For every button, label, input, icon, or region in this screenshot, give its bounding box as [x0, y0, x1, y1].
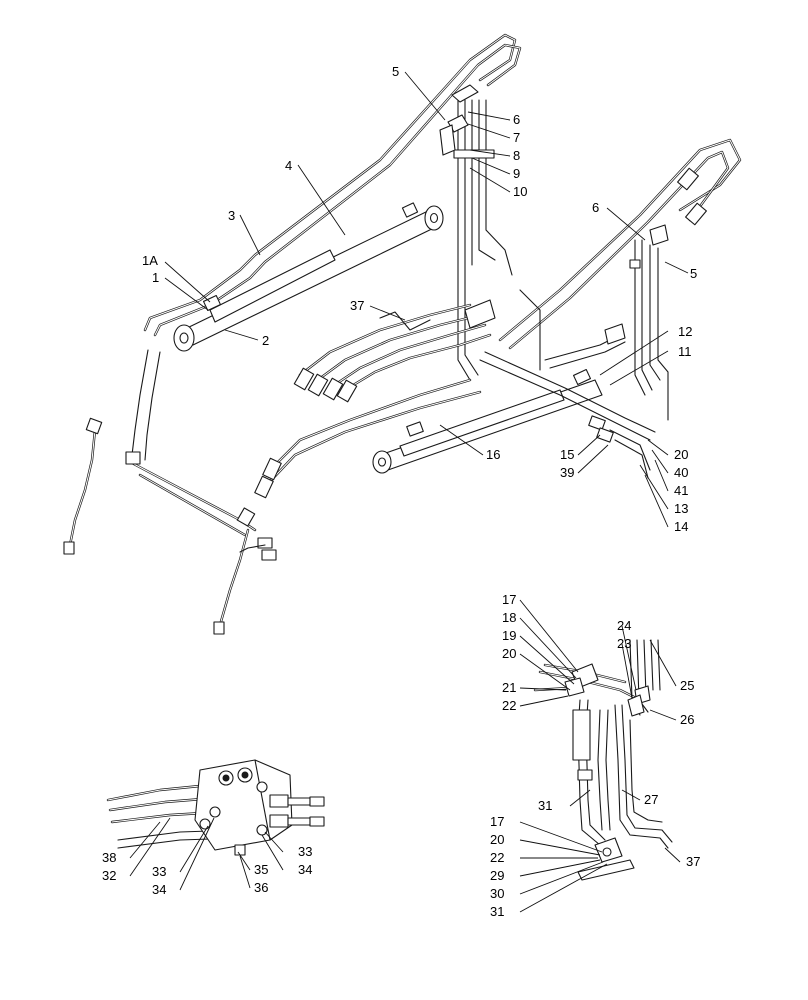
callout-d-22b: 22	[490, 850, 504, 865]
callout-l-34b: 34	[298, 862, 312, 877]
callout-39: 39	[560, 465, 574, 480]
callout-d-21: 21	[502, 680, 516, 695]
callout-d-25: 25	[680, 678, 694, 693]
callout-1: 1	[152, 270, 159, 285]
callout-16: 16	[486, 447, 500, 462]
left-drop-hoses	[63, 417, 277, 635]
callout-6: 6	[513, 112, 520, 127]
callout-l-34: 34	[152, 882, 166, 897]
callout-d-22: 22	[502, 698, 516, 713]
callout-d-27: 27	[644, 792, 658, 807]
callout-d-26: 26	[680, 712, 694, 727]
callout-d-29: 29	[490, 868, 504, 883]
right-detail-leaders	[519, 599, 681, 913]
callout-d-20b: 20	[490, 832, 504, 847]
callout-13: 13	[674, 501, 688, 516]
callout-7: 7	[513, 130, 520, 145]
callout-d-31: 31	[538, 798, 552, 813]
left-detail-leaders	[129, 817, 284, 891]
callout-4: 4	[285, 158, 292, 173]
callout-d-18: 18	[502, 610, 516, 625]
callout-l-32: 32	[102, 868, 116, 883]
coupler-cluster-lower	[254, 378, 482, 499]
right-cylinder	[372, 379, 603, 474]
callout-3: 3	[228, 208, 235, 223]
lift-cylinder	[173, 202, 444, 352]
callout-1A: 1A	[142, 253, 158, 268]
callout-14: 14	[674, 519, 688, 534]
callout-9: 9	[513, 166, 520, 181]
callout-d-19: 19	[502, 628, 516, 643]
callout-d-17b: 17	[490, 814, 504, 829]
callout-37: 37	[350, 298, 364, 313]
callout-5b: 5	[690, 266, 697, 281]
callout-10: 10	[513, 184, 527, 199]
callout-d-23: 23	[617, 636, 631, 651]
callout-12: 12	[678, 324, 692, 339]
vertical-tube-bundle	[439, 84, 513, 381]
callout-l-33b: 33	[298, 844, 312, 859]
callout-20: 20	[674, 447, 688, 462]
main-assembly: 5 6 7 8 9 10 4 3 1A 1 2 37 6 5 12 11 16 …	[63, 33, 742, 635]
right-detail-callouts: 17 18 19 20 21 22 24 23 25 26 27 31 17 2…	[490, 592, 700, 919]
callout-l-36: 36	[254, 880, 268, 895]
coupler-cluster-middle	[293, 299, 496, 403]
left-detail-callouts: 38 32 33 34 35 36 33 34	[102, 844, 312, 897]
callout-l-35: 35	[254, 862, 268, 877]
right-upper-lines	[498, 138, 742, 421]
callout-11: 11	[678, 344, 692, 359]
callout-40: 40	[674, 465, 688, 480]
callout-d-24: 24	[617, 618, 631, 633]
right-crossing-lines	[479, 289, 656, 479]
callout-15: 15	[560, 447, 574, 462]
callout-2: 2	[262, 333, 269, 348]
main-callouts: 5 6 7 8 9 10 4 3 1A 1 2 37 6 5 12 11 16 …	[142, 64, 697, 534]
callout-d-31b: 31	[490, 904, 504, 919]
callout-d-17: 17	[502, 592, 516, 607]
callout-l-38: 38	[102, 850, 116, 865]
callout-d-30: 30	[490, 886, 504, 901]
right-detail: 17 18 19 20 21 22 24 23 25 26 27 31 17 2…	[490, 592, 700, 919]
callout-41: 41	[674, 483, 688, 498]
callout-d-37: 37	[686, 854, 700, 869]
callout-5: 5	[392, 64, 399, 79]
left-detail: 38 32 33 34 35 36 33 34	[102, 759, 325, 897]
callout-d-20: 20	[502, 646, 516, 661]
upper-steel-lines	[131, 33, 522, 461]
callout-8: 8	[513, 148, 520, 163]
callout-l-33: 33	[152, 864, 166, 879]
main-leaders	[164, 71, 689, 528]
callout-6b: 6	[592, 200, 599, 215]
